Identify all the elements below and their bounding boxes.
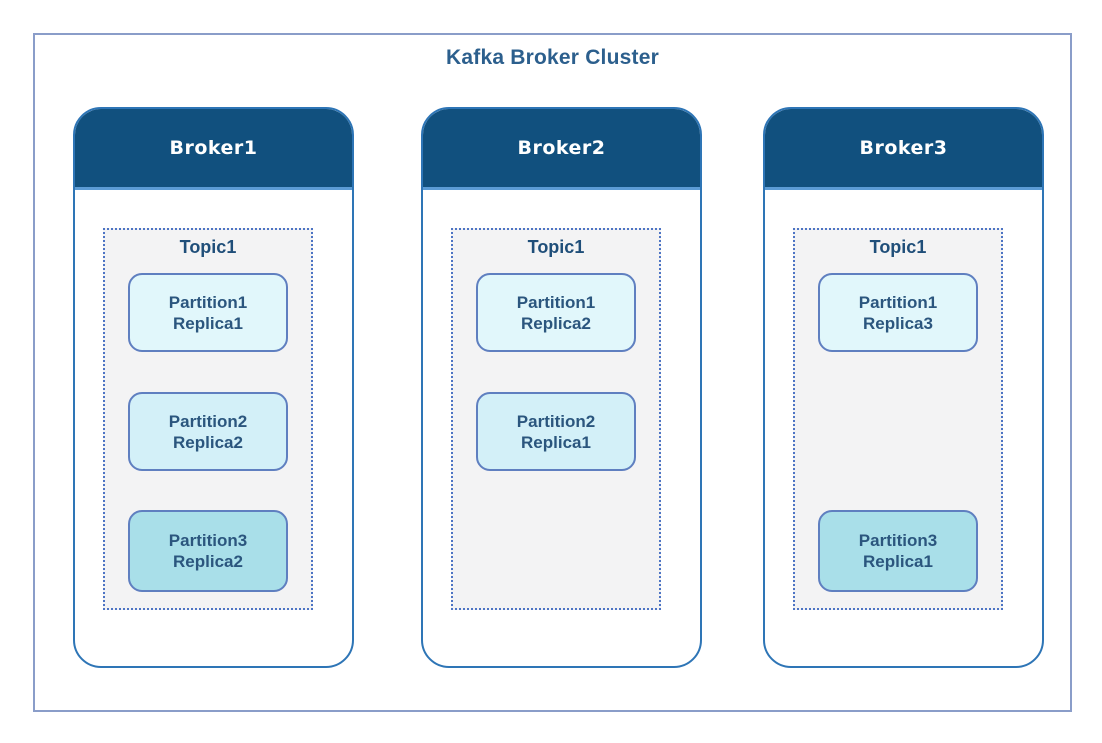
cluster-frame: Kafka Broker Cluster Broker1 Topic1 Part…	[33, 33, 1072, 712]
broker-3-topic-name: Topic1	[869, 237, 927, 257]
broker-3-name: Broker3	[859, 137, 948, 159]
replica-label: Replica2	[521, 313, 591, 333]
broker-card-3: Broker3 Topic1 Partition1 Replica3 Parti…	[763, 107, 1044, 668]
broker-2-name: Broker2	[517, 137, 606, 159]
broker-1-name: Broker1	[169, 137, 258, 159]
partition-replica-box: Partition1 Replica1	[128, 273, 288, 352]
broker-1-topic-box: Topic1 Partition1 Replica1 Partition2 Re…	[103, 228, 313, 610]
replica-label: Replica1	[863, 552, 933, 571]
broker-3-topic-box: Topic1 Partition1 Replica3 Partition3 Re…	[793, 228, 1003, 610]
partition-label: Partition3	[168, 531, 248, 550]
partition-replica-box: Partition2 Replica1	[476, 392, 636, 471]
broker-1-topic-name: Topic1	[179, 237, 237, 257]
partition-label: Partition3	[858, 531, 938, 550]
partition-replica-box: Partition2 Replica2	[128, 392, 288, 471]
partition-label: Partition2	[168, 411, 248, 431]
broker-card-2: Broker2 Topic1 Partition1 Replica2 Parti…	[421, 107, 702, 668]
partition-label: Partition2	[516, 411, 596, 431]
partition-replica-box: Partition3 Replica1	[818, 510, 978, 592]
partition-replica-box: Partition1 Replica3	[818, 273, 978, 352]
broker-3-header: Broker3	[765, 109, 1042, 190]
replica-label: Replica3	[863, 313, 933, 333]
broker-1-header: Broker1	[75, 109, 352, 190]
broker-card-1: Broker1 Topic1 Partition1 Replica1 Parti…	[73, 107, 354, 668]
replica-label: Replica2	[173, 432, 243, 452]
broker-2-topic-name: Topic1	[527, 237, 585, 257]
partition-label: Partition1	[168, 292, 248, 312]
cluster-title: Kafka Broker Cluster	[446, 46, 659, 69]
partition-replica-box: Partition1 Replica2	[476, 273, 636, 352]
broker-2-header: Broker2	[423, 109, 700, 190]
partition-replica-box: Partition3 Replica2	[128, 510, 288, 592]
replica-label: Replica1	[521, 432, 591, 452]
partition-label: Partition1	[516, 292, 596, 312]
partition-label: Partition1	[858, 292, 938, 312]
replica-label: Replica2	[173, 552, 243, 571]
broker-2-topic-box: Topic1 Partition1 Replica2 Partition2 Re…	[451, 228, 661, 610]
replica-label: Replica1	[173, 313, 243, 333]
